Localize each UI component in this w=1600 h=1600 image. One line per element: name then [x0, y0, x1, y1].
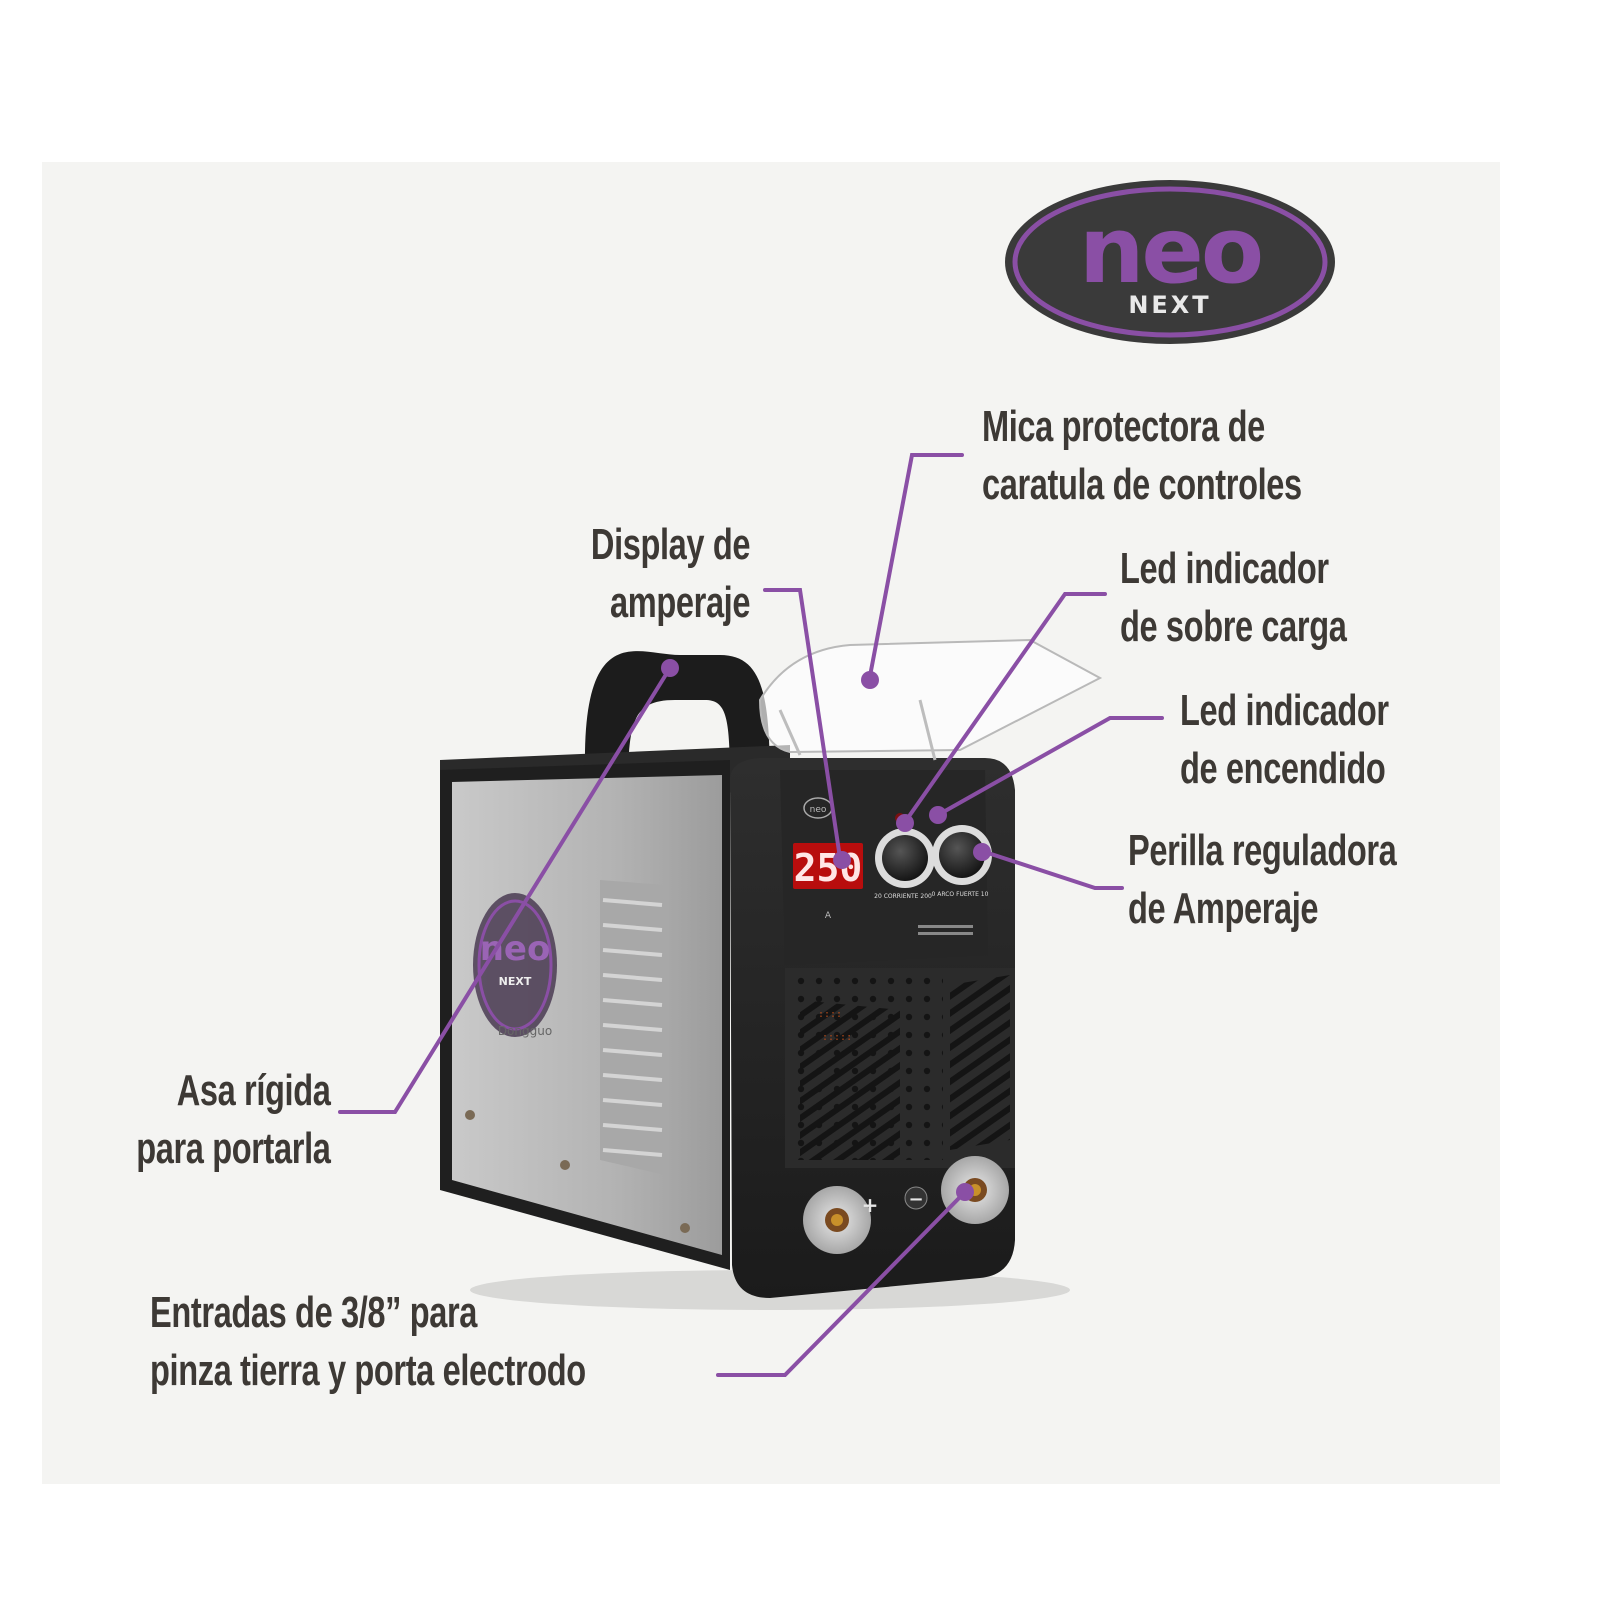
- minus-sign: −: [908, 1189, 923, 1210]
- callout-dots: [661, 659, 991, 1201]
- callout-display-line1: Display de: [590, 520, 751, 569]
- arc-force-knob: [939, 832, 985, 878]
- front-grille: [800, 1000, 900, 1160]
- knob-label-current: 20 CORRIENTE 200: [874, 893, 932, 900]
- leader-sockets: [716, 1190, 967, 1377]
- callout-knob-line2: de Amperaje: [1128, 884, 1319, 933]
- display-unit: A: [825, 911, 832, 921]
- front-logo: neo: [810, 805, 827, 815]
- svg-text::::::: :::::: [822, 1032, 852, 1043]
- logo-word-neo: neo: [1079, 197, 1261, 304]
- callout-power-led: Led indicador de encendido: [1180, 682, 1389, 798]
- callout-overload-line1: Led indicador: [1120, 544, 1329, 593]
- callout-display-line2: amperaje: [609, 578, 750, 627]
- knob-label-arcforce: 0 ARCO FUERTE 10: [932, 891, 989, 898]
- callout-knob: Perilla reguladora de Amperaje: [1128, 822, 1397, 938]
- side-logo: neo NEXT Dongguo: [473, 893, 557, 1038]
- callout-handle: Asa rígida para portarla: [135, 1062, 331, 1178]
- brand-logo: neo NEXT: [1005, 180, 1335, 344]
- logo-word-next: NEXT: [1128, 291, 1211, 319]
- callout-mica: Mica protectora de caratula de controles: [982, 398, 1302, 514]
- callout-lines: [338, 453, 1164, 1377]
- callout-display: Display de amperaje: [590, 516, 751, 632]
- callout-power-line1: Led indicador: [1180, 686, 1389, 735]
- callout-sockets-line2: pinza tierra y porta electrodo: [150, 1346, 586, 1395]
- leader-display: [763, 588, 842, 860]
- callout-overload-line2: de sobre carga: [1120, 602, 1347, 651]
- svg-text:::::: ::::: [818, 1009, 842, 1020]
- side-logo-neo: neo: [480, 929, 551, 969]
- callout-mica-line2: caratula de controles: [982, 460, 1302, 509]
- callout-sockets: Entradas de 3/8” para pinza tierra y por…: [150, 1284, 586, 1400]
- plus-sign: +: [862, 1193, 879, 1217]
- side-logo-next: NEXT: [499, 975, 532, 988]
- leader-power: [936, 716, 1164, 817]
- callout-sockets-line1: Entradas de 3/8” para: [150, 1288, 478, 1337]
- callout-mica-line1: Mica protectora de: [982, 402, 1265, 451]
- current-knob: [882, 835, 928, 881]
- callout-handle-line1: Asa rígida: [176, 1066, 330, 1115]
- leader-overload: [903, 592, 1107, 824]
- handle: [585, 651, 770, 790]
- side-maker-mark: Dongguo: [498, 1024, 552, 1038]
- callout-overload-led: Led indicador de sobre carga: [1120, 540, 1347, 656]
- callout-power-line2: de encendido: [1180, 744, 1386, 793]
- callout-handle-line2: para portarla: [135, 1124, 331, 1173]
- leader-knob: [983, 850, 1124, 890]
- leader-mica: [868, 453, 964, 678]
- leader-handle: [338, 666, 672, 1114]
- callout-knob-line1: Perilla reguladora: [1128, 826, 1397, 875]
- welder-machine: neo NEXT Dongguo neo 250 A: [440, 638, 1103, 1310]
- side-vents: [600, 880, 665, 1175]
- display-readout: 250: [794, 846, 863, 890]
